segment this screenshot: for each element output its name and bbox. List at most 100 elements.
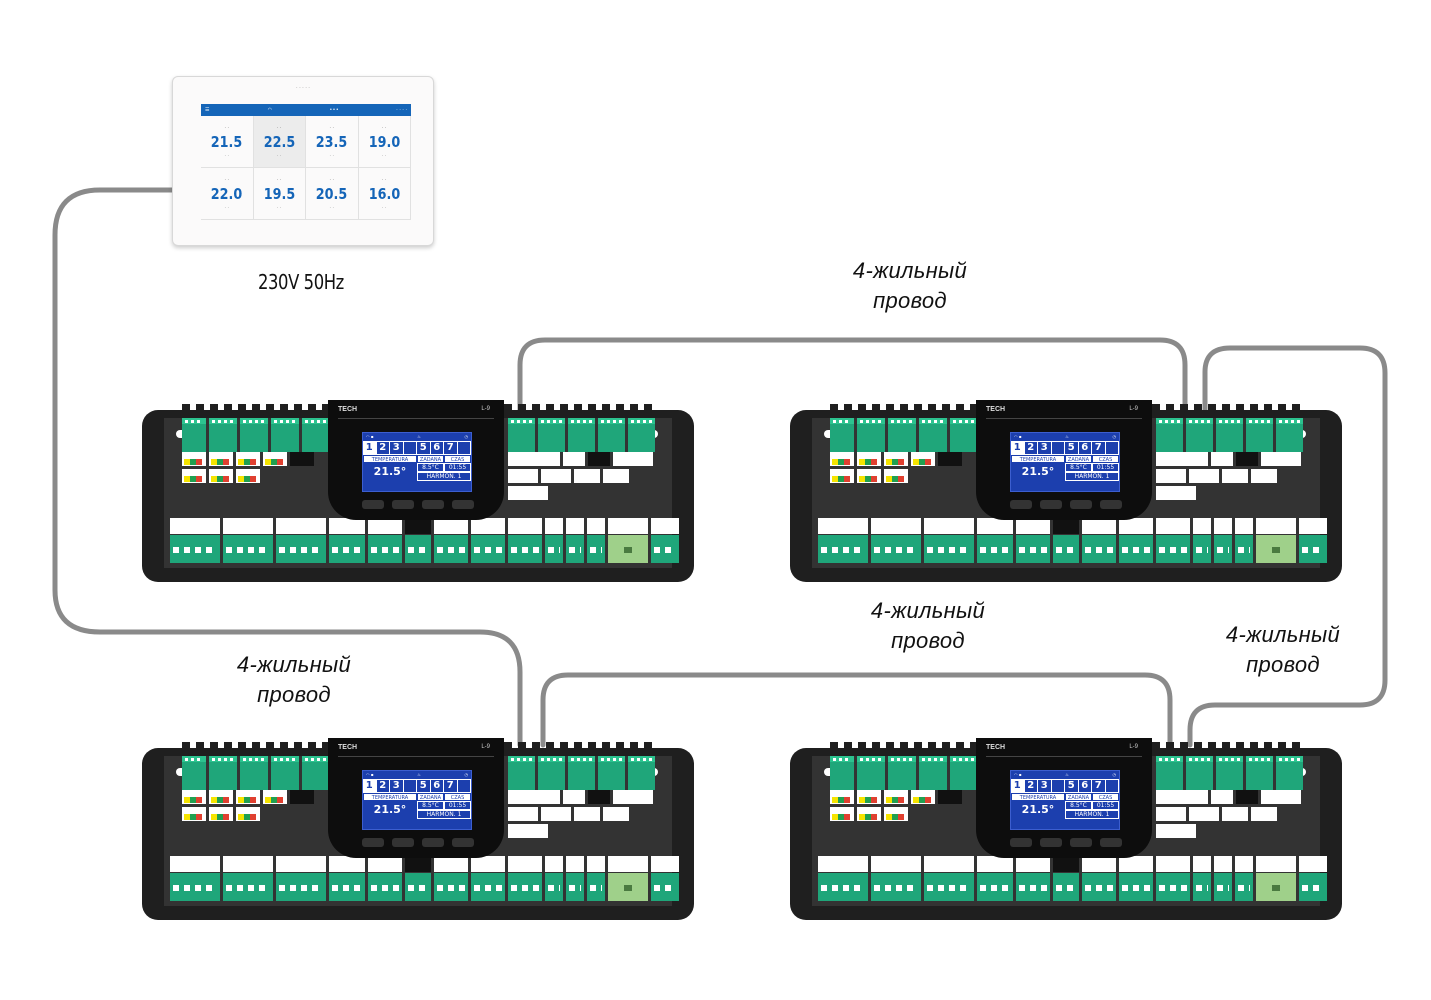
bottom-labels (170, 856, 679, 872)
divider (338, 756, 494, 757)
bottom-labels (818, 856, 1327, 872)
pump-icon: ♨ (1065, 772, 1069, 777)
terminal-block (566, 535, 584, 563)
terminal-block (566, 873, 584, 901)
brand-logo: TECH (986, 406, 1006, 413)
day-cell: 5 (1065, 442, 1079, 454)
exit-button[interactable] (452, 500, 474, 509)
zone-tile[interactable]: · ·20.5· · (306, 168, 359, 220)
panel-status-bar: ☰ ◠ • • • · · · · (201, 104, 411, 116)
lcd-time: 01:55 (1092, 463, 1119, 472)
exit-button[interactable] (1100, 838, 1122, 847)
zone-tile[interactable]: · ·21.5· · (201, 116, 254, 168)
terminal-block (857, 418, 885, 452)
control-buttons (1010, 500, 1122, 509)
terminal-block (871, 535, 921, 563)
zone-tile[interactable]: · ·16.0· · (358, 168, 411, 220)
terminal-block (598, 756, 625, 790)
zone-temp: 21.5 (211, 132, 243, 151)
wire-label-line2: провод (257, 682, 331, 707)
wire-label: 4-жильный провод (204, 650, 384, 710)
up-button[interactable] (392, 838, 414, 847)
terminal-block (1082, 535, 1116, 563)
status-right: · · · · (396, 107, 407, 113)
wire-controller-1-to-controller-2 (517, 337, 1188, 413)
bottom-labels (170, 518, 679, 534)
menu-button[interactable] (1010, 500, 1032, 509)
controller-display-unit: TECH L-9 ◠ ▪ ♨ ◷ 1 2 3 5 6 7 TEMPERATURA… (976, 738, 1152, 858)
up-button[interactable] (1040, 838, 1062, 847)
lcd-time: 01:55 (444, 463, 471, 472)
pump-icon: ♨ (417, 434, 421, 439)
zone-tile[interactable]: · ·19.5· · (253, 168, 306, 220)
lcd-screen: ◠ ▪ ♨ ◷ 1 2 3 5 6 7 TEMPERATURA ZADANA C… (362, 432, 472, 492)
menu-button[interactable] (362, 500, 384, 509)
day-cell: 6 (1079, 442, 1092, 454)
day-cell: 5 (1065, 780, 1079, 792)
top-terminals-left (830, 418, 978, 452)
terminal-block (545, 873, 563, 901)
lcd-header-time: CZAS (445, 456, 470, 463)
terminal-block (871, 873, 921, 901)
terminal-block (587, 535, 605, 563)
output-labels (508, 452, 668, 500)
top-terminals-right (1156, 418, 1303, 452)
day-cell (404, 780, 417, 792)
terminal-block (919, 418, 947, 452)
terminal-bridge (1053, 535, 1079, 563)
lcd-set-temp: 8.5°C (417, 463, 444, 472)
terminal-block (1119, 535, 1153, 563)
lcd-header-time: CZAS (445, 794, 470, 801)
terminal-block (1235, 873, 1253, 901)
down-button[interactable] (422, 500, 444, 509)
clock-icon: ◷ (464, 772, 468, 777)
lcd-header-temperature: TEMPERATURA (1012, 456, 1064, 463)
terminal-block (1156, 535, 1190, 563)
lcd-header-time: CZAS (1093, 456, 1118, 463)
controller-1: TECH L-9 ◠ ▪ ♨ ◷ 1 2 3 5 6 7 TEMPERATURA… (142, 400, 694, 582)
controller-display-unit: TECH L-9 ◠ ▪ ♨ ◷ 1 2 3 5 6 7 TEMPERATURA… (328, 400, 504, 520)
terminal-block (271, 418, 299, 452)
terminal-bridge (1053, 873, 1079, 901)
exit-button[interactable] (1100, 500, 1122, 509)
controller-display-unit: TECH L-9 ◠ ▪ ♨ ◷ 1 2 3 5 6 7 TEMPERATURA… (328, 738, 504, 858)
menu-button[interactable] (362, 838, 384, 847)
day-cell: 7 (1092, 780, 1106, 792)
down-button[interactable] (422, 838, 444, 847)
up-button[interactable] (392, 500, 414, 509)
wire-controller-2-to-controller-4 (1187, 345, 1388, 748)
exit-button[interactable] (452, 838, 474, 847)
output-labels (1156, 452, 1316, 500)
wire-label-line2: провод (891, 628, 965, 653)
lcd-status-row: ◠ ▪ ♨ ◷ (1011, 433, 1119, 441)
terminal-block (302, 418, 330, 452)
menu-button[interactable] (1010, 838, 1032, 847)
terminal-block (329, 535, 365, 563)
down-button[interactable] (1070, 500, 1092, 509)
zone-tile[interactable]: · ·19.0· · (358, 116, 411, 168)
terminal-block (1119, 873, 1153, 901)
terminal-block (1276, 756, 1303, 790)
terminal-block (182, 418, 206, 452)
down-button[interactable] (1070, 838, 1092, 847)
model-label: L-9 (1129, 406, 1138, 412)
lcd-set-temp: 8.5°C (417, 801, 444, 810)
zone-tile[interactable]: · ·23.5· · (306, 116, 359, 168)
up-button[interactable] (1040, 500, 1062, 509)
day-cell: 2 (1025, 780, 1038, 792)
lcd-header-set: ZADANA (1066, 456, 1091, 463)
clock-icon: ◷ (1112, 434, 1116, 439)
day-cell: 1 (363, 780, 377, 792)
zone-tile[interactable]: · ·22.0· · (201, 168, 254, 220)
day-cell: 5 (417, 442, 431, 454)
lcd-day-row: 1 2 3 5 6 7 (1011, 441, 1119, 455)
zone-grid: · ·21.5· · · ·22.5· · · ·23.5· · · ·19.0… (201, 116, 411, 220)
lcd-time: 01:55 (1092, 801, 1119, 810)
terminal-block (1156, 418, 1183, 452)
terminal-block (924, 873, 974, 901)
zone-tile[interactable]: · ·22.5· · (253, 116, 306, 168)
panel-brand: · · · · · (296, 85, 310, 91)
control-buttons (1010, 838, 1122, 847)
top-terminals-left (182, 756, 330, 790)
